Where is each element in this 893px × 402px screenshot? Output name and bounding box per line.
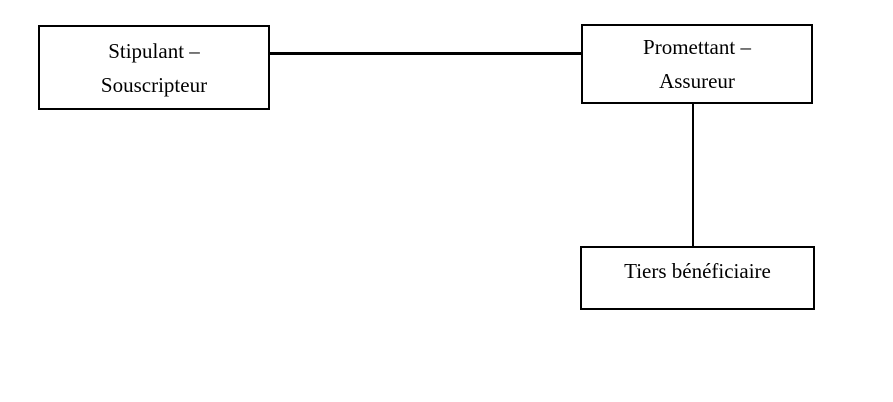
node-tiers-label: Tiers bénéficiaire bbox=[624, 259, 771, 283]
node-promettant-label-line2: Assureur bbox=[659, 69, 735, 93]
node-stipulant-label-line1: Stipulant – bbox=[108, 38, 200, 63]
node-stipulant-souscripteur: Stipulant – Souscripteur bbox=[38, 25, 270, 110]
connector-stipulant-promettant bbox=[270, 52, 581, 55]
node-tiers-beneficiaire: Tiers bénéficiaire bbox=[580, 246, 815, 310]
node-promettant-assureur: Promettant – Assureur bbox=[581, 24, 813, 104]
connector-promettant-tiers bbox=[692, 103, 694, 248]
node-stipulant-label-line2: Souscripteur bbox=[100, 72, 208, 97]
node-promettant-label-line1: Promettant – bbox=[643, 35, 751, 59]
